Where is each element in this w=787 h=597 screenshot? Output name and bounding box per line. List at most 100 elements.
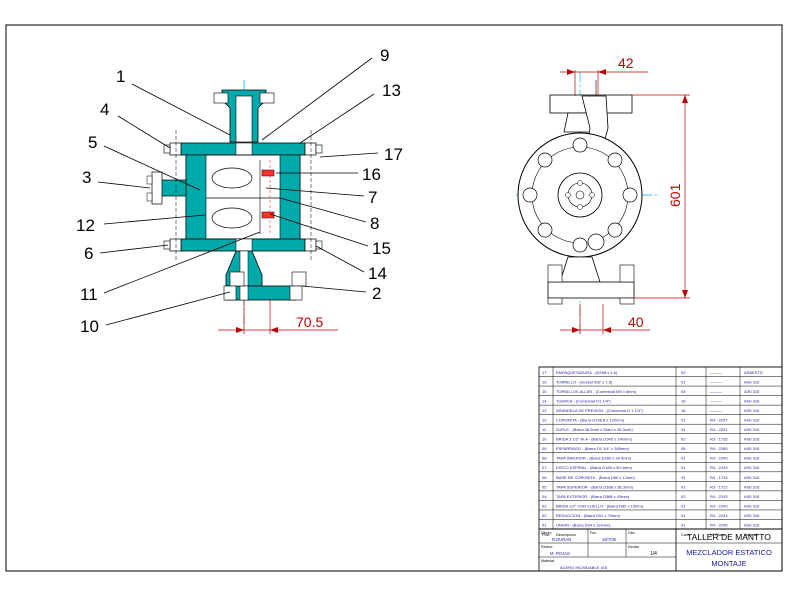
parts-cell-plano: ——— bbox=[710, 389, 722, 394]
bottom-flange-bore bbox=[239, 285, 249, 301]
parts-cell-material: AISI 316 bbox=[744, 427, 760, 432]
parts-cell-qty: 01 bbox=[681, 475, 686, 480]
spiral-disc-lower bbox=[211, 207, 253, 229]
parts-cell-material: AISI 316 bbox=[744, 503, 760, 508]
parts-cell-qty: 08 bbox=[681, 446, 686, 451]
fecha-value: 15/7/05 bbox=[602, 537, 617, 542]
parts-cell-material: ASBESTO bbox=[744, 370, 763, 375]
parts-cell-qty: 02 bbox=[681, 370, 686, 375]
escala-label: Escala bbox=[628, 545, 639, 549]
washer-top-right bbox=[315, 144, 323, 154]
escala-value: 1/4 bbox=[650, 551, 657, 557]
dim-705-arrow-right bbox=[270, 327, 278, 333]
front-bottom-bolt-right bbox=[619, 264, 635, 283]
title-block-frame bbox=[538, 528, 783, 572]
side-inlet-flange bbox=[151, 171, 163, 205]
callout-5: 5 bbox=[88, 133, 97, 152]
parts-cell-qty: 01 bbox=[681, 427, 686, 432]
bottom-nut-left bbox=[223, 285, 237, 301]
parts-cell-material: AISI 316 bbox=[744, 399, 760, 404]
callout-8: 8 bbox=[370, 214, 379, 233]
nut-top-left bbox=[169, 142, 182, 156]
side-flange-bolt-top bbox=[146, 175, 153, 185]
dim-705-arrow-left bbox=[236, 327, 244, 333]
parts-header-plano: N° Plano bbox=[710, 533, 725, 537]
callout-6: 6 bbox=[84, 244, 93, 263]
obs-label: Obs. bbox=[628, 531, 636, 535]
parts-cell-plano: R4 - 2244 bbox=[710, 513, 728, 518]
top-flange-bolt-left bbox=[213, 92, 229, 104]
side-flange-bolt-bottom bbox=[146, 192, 153, 202]
front-hub-center bbox=[575, 190, 585, 200]
parts-cell-desc: TAPA EXTERIOR - (Barra D388 x 43mm) bbox=[556, 494, 630, 499]
parts-cell-no: 08 bbox=[542, 456, 547, 461]
dim-bottom-width: 40 bbox=[628, 314, 644, 330]
parts-cell-plano: ——— bbox=[710, 370, 722, 375]
front-reducer bbox=[559, 256, 601, 283]
washer-top-left bbox=[163, 144, 171, 154]
body-wall-right bbox=[279, 154, 301, 240]
parts-cell-desc: TORNILLO - (Socket 5/8" x 1.5) bbox=[556, 379, 613, 384]
parts-cell-material: AISI 316 bbox=[744, 494, 760, 499]
front-hub-screws bbox=[565, 180, 595, 210]
parts-cell-plano: R4 - 2240 bbox=[710, 456, 728, 461]
parts-cell-no: 14 bbox=[542, 399, 547, 404]
callout-17: 17 bbox=[384, 145, 403, 164]
parts-cell-material: AISI 316 bbox=[744, 437, 760, 442]
callout-7: 7 bbox=[368, 188, 377, 207]
dim-42-arrow-left bbox=[567, 69, 575, 75]
parts-cell-desc: DISCO ESPIRAL - (Barra D189 x 30.4mm) bbox=[556, 465, 633, 470]
dim-601-arrow-bottom bbox=[682, 290, 688, 298]
parts-cell-plano: R4 - 2240 bbox=[710, 503, 728, 508]
front-view: 42 601 40 bbox=[516, 55, 690, 334]
parts-cell-plano: R4 - 1734 bbox=[710, 475, 728, 480]
parts-cell-no: 15 bbox=[542, 389, 547, 394]
washer-bottom-right bbox=[315, 240, 323, 250]
dim-height: 601 bbox=[667, 183, 683, 207]
parts-cell-no: 17 bbox=[542, 370, 547, 375]
parts-cell-no: 12 bbox=[542, 418, 547, 423]
parts-cell-desc: BASE DE CORONITA - (Barra D80 x 12mm) bbox=[556, 475, 635, 480]
bottom-flange bbox=[225, 285, 297, 301]
parts-cell-no: 11 bbox=[542, 427, 547, 432]
parts-cell-desc: ARANDELA DE PRESION - (Comercial D 1 1/4… bbox=[556, 408, 643, 413]
parts-cell-material: AISI 316 bbox=[744, 456, 760, 461]
parts-cell-qty: 01 bbox=[681, 379, 686, 384]
parts-cell-desc: TORNILLOS ALLEN - (Comercial M5 x 8mm) bbox=[556, 389, 637, 394]
allen-screw-upper bbox=[261, 169, 275, 177]
callout-16: 16 bbox=[362, 165, 381, 184]
parts-cell-qty: 01 bbox=[681, 418, 686, 423]
parts-cell-no: 02 bbox=[542, 513, 547, 518]
parts-cell-desc: TAPA SUPERIOR - (Barra D388 x 38.3mm) bbox=[556, 484, 634, 489]
parts-cell-no: 10 bbox=[542, 437, 547, 442]
parts-cell-desc: CORONITA - (Barra D146.8 x 120mm) bbox=[556, 418, 625, 423]
side-inlet-neck bbox=[159, 179, 187, 197]
parts-header-qty: Cant. bbox=[681, 533, 690, 537]
parts-cell-desc: BRIDA 1/2" CON CUELLO - (Barra D85 x 15m… bbox=[556, 503, 644, 508]
section-view: 70.5 1 4 5 3 12 6 bbox=[76, 46, 403, 336]
callout-11: 11 bbox=[80, 285, 98, 304]
nut-top-right bbox=[304, 142, 317, 156]
parts-cell-desc: UNION - (Barra D94 x 114mm) bbox=[556, 522, 611, 527]
bottom-flange-bolt-left bbox=[229, 271, 245, 287]
revisado-label: Revisó: bbox=[541, 545, 553, 549]
callout-15: 15 bbox=[372, 239, 391, 258]
callout-13: 13 bbox=[382, 81, 401, 100]
parts-cell-qty: 01 bbox=[681, 513, 686, 518]
parts-cell-desc: BRIDA 3 1/2" W.A - (Barra D345 x 140mm) bbox=[556, 437, 633, 442]
parts-cell-qty: 01 bbox=[681, 465, 686, 470]
parts-cell-material: AISI 316 bbox=[744, 408, 760, 413]
body-wall-left bbox=[185, 154, 207, 240]
callout-12: 12 bbox=[76, 216, 95, 235]
parts-cell-no: 16 bbox=[542, 379, 547, 384]
parts-cell-material: AISI 316 bbox=[744, 379, 760, 384]
dim-40-arrow-left bbox=[572, 327, 580, 333]
revisado-value: M. ROJAS bbox=[550, 551, 570, 556]
parts-cell-desc: REDUCCION - (Barra D91 x 70mm) bbox=[556, 513, 621, 518]
drawing-subtitle: MONTAJE bbox=[711, 559, 746, 568]
sheet-border bbox=[5, 24, 783, 572]
front-bottom-nut-right bbox=[619, 297, 635, 305]
dibujo-value: R.DURAN bbox=[552, 537, 571, 542]
